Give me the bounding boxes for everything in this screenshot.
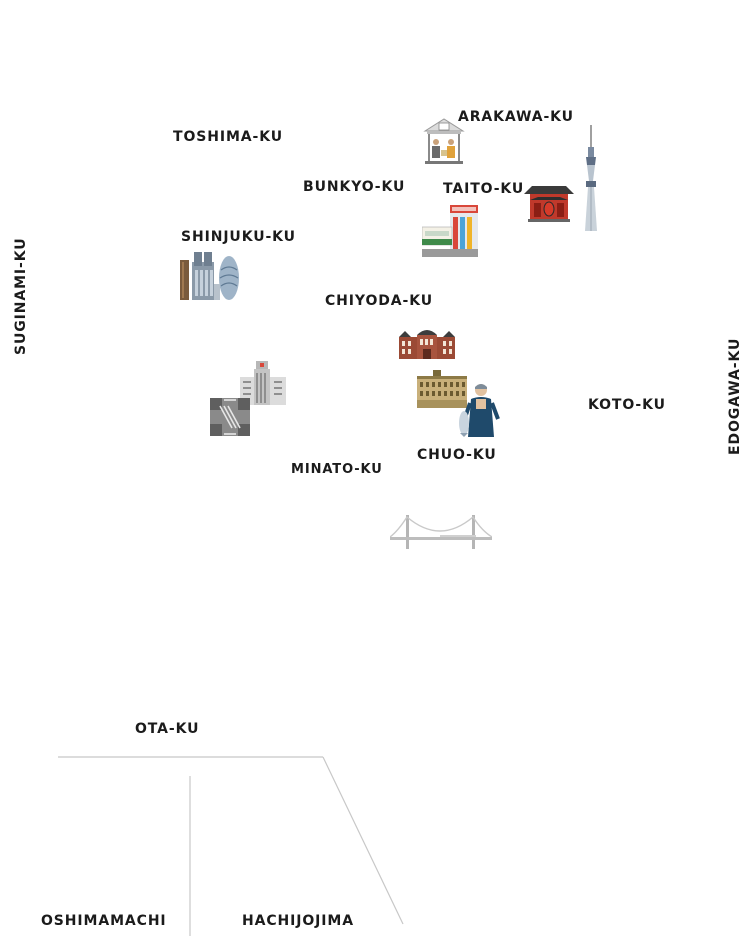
tocho-skyscrapers-icon [180, 250, 242, 300]
skytree-icon [582, 125, 600, 231]
ward-label-toshima[interactable]: TOSHIMA-KU [173, 129, 284, 145]
ward-label-ota[interactable]: OTA-KU [135, 721, 200, 737]
ward-label-edogawa[interactable]: EDOGAWA-KU [727, 337, 743, 455]
ward-label-arakawa[interactable]: ARAKAWA-KU [458, 109, 574, 125]
ward-label-taito[interactable]: TAITO-KU [443, 181, 525, 197]
crossing-icon [210, 398, 250, 436]
ward-label-minato[interactable]: MINATO-KU [291, 462, 383, 477]
ward-label-suginami[interactable]: SUGINAMI-KU [13, 237, 29, 355]
arakawa-market-icon [423, 117, 465, 164]
tokyo-station-icon [399, 325, 455, 359]
kaminarimon-gate-icon [524, 184, 574, 222]
island-label-oshima[interactable]: OSHIMAMACHI [41, 913, 167, 929]
denki-town-icon [422, 205, 478, 257]
ward-label-shinjuku[interactable]: SHINJUKU-KU [181, 229, 296, 245]
roppongi-office-icon [240, 361, 286, 405]
chuo-building-icon [417, 370, 467, 408]
island-label-hachijo[interactable]: HACHIJOJIMA [242, 913, 354, 929]
ward-label-chiyoda[interactable]: CHIYODA-KU [325, 293, 433, 309]
ward-label-koto[interactable]: KOTO-KU [588, 397, 666, 413]
fishmonger-icon [456, 381, 500, 437]
ward-label-bunkyo[interactable]: BUNKYO-KU [303, 179, 406, 195]
ward-label-chuo[interactable]: CHUO-KU [417, 447, 497, 463]
rainbow-bridge-icon [390, 513, 492, 549]
